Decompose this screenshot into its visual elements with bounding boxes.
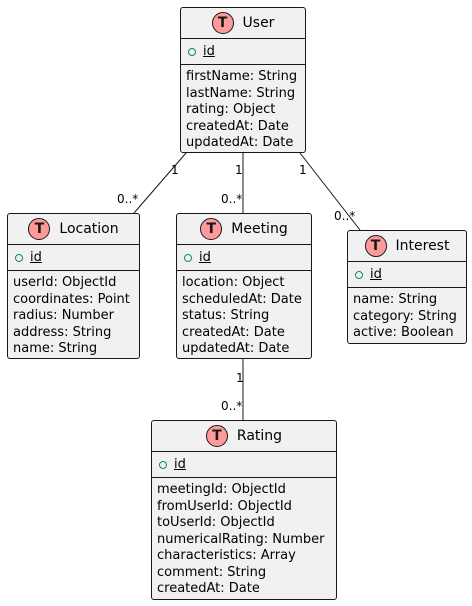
- field: numericalRating: Number: [157, 531, 325, 547]
- field: userId: ObjectId: [13, 275, 117, 290]
- field: firstName: String: [186, 69, 298, 84]
- field: comment: String: [157, 564, 267, 580]
- primary-key-label: id: [203, 44, 215, 59]
- mult-meeting-rating-to: 0..*: [221, 399, 242, 413]
- entity-user[interactable]: T User id firstName: String lastName: St…: [180, 7, 306, 153]
- table-type-icon: T: [28, 218, 51, 240]
- field: location: Object: [182, 275, 285, 290]
- field: createdAt: Date: [182, 324, 285, 340]
- primary-key-label: id: [174, 457, 186, 472]
- field: radius: Number: [13, 308, 114, 323]
- divider: [152, 451, 336, 452]
- entity-header: T Meeting: [177, 214, 311, 244]
- field-list: location: Object scheduledAt: Date statu…: [177, 271, 311, 360]
- field: updatedAt: Date: [182, 341, 290, 356]
- primary-key-row: id: [348, 262, 466, 287]
- divider: [348, 287, 466, 288]
- mult-user-location-to: 0..*: [117, 192, 138, 206]
- public-field-icon: [188, 47, 196, 56]
- field-list: name: String category: String active: Bo…: [348, 288, 466, 344]
- entity-header: T Location: [8, 214, 139, 244]
- mult-user-meeting-to: 0..*: [221, 192, 242, 206]
- field: fromUserId: ObjectId: [157, 498, 292, 514]
- public-field-icon: [159, 460, 167, 469]
- public-field-icon: [15, 253, 23, 262]
- field: scheduledAt: Date: [182, 291, 302, 307]
- entity-title: User: [242, 15, 275, 31]
- entity-title: Meeting: [231, 221, 288, 237]
- primary-key-label: id: [30, 250, 42, 265]
- primary-key-row: id: [8, 245, 139, 270]
- entity-header: T Interest: [348, 231, 466, 261]
- field: name: String: [353, 292, 438, 307]
- table-type-icon: T: [205, 425, 228, 447]
- field-list: meetingId: ObjectId fromUserId: ObjectId…: [152, 478, 336, 600]
- field: updatedAt: Date: [186, 135, 294, 150]
- entity-title: Location: [59, 221, 119, 237]
- entity-header: T User: [181, 8, 305, 38]
- field: coordinates: Point: [13, 291, 130, 307]
- primary-key-label: id: [370, 267, 382, 282]
- field: active: Boolean: [353, 325, 454, 340]
- field: address: String: [13, 324, 112, 340]
- table-type-icon: T: [364, 235, 387, 257]
- entity-title: Rating: [236, 428, 283, 444]
- rel-user-interest: [299, 152, 361, 231]
- field-list: userId: ObjectId coordinates: Point radi…: [8, 271, 139, 360]
- divider: [8, 270, 139, 271]
- divider: [8, 244, 139, 245]
- field: name: String: [13, 341, 98, 356]
- public-field-icon: [355, 270, 363, 279]
- table-type-icon: T: [200, 218, 223, 240]
- field: rating: Object: [186, 102, 276, 117]
- mult-user-location-from: 1: [171, 163, 179, 177]
- divider: [177, 244, 311, 245]
- mult-user-meeting-from: 1: [235, 163, 243, 177]
- divider: [181, 38, 305, 39]
- field: createdAt: Date: [186, 118, 289, 134]
- field: characteristics: Array: [157, 548, 296, 563]
- table-type-icon: T: [211, 12, 234, 34]
- field: meetingId: ObjectId: [157, 482, 286, 497]
- entity-rating[interactable]: T Rating id meetingId: ObjectId fromUser…: [151, 420, 337, 600]
- entity-meeting[interactable]: T Meeting id location: Object scheduledA…: [176, 213, 312, 359]
- field-list: firstName: String lastName: String ratin…: [181, 65, 305, 154]
- primary-key-row: id: [177, 245, 311, 270]
- entity-title: Interest: [395, 238, 450, 254]
- entity-location[interactable]: T Location id userId: ObjectId coordinat…: [7, 213, 140, 359]
- field: createdAt: Date: [157, 581, 260, 596]
- field: category: String: [353, 308, 457, 324]
- divider: [348, 261, 466, 262]
- divider: [181, 64, 305, 65]
- mult-user-interest-to: 0..*: [334, 209, 355, 223]
- primary-key-label: id: [199, 250, 211, 265]
- primary-key-row: id: [181, 39, 305, 64]
- field: status: String: [182, 308, 270, 323]
- primary-key-row: id: [152, 452, 336, 477]
- field: toUserId: ObjectId: [157, 515, 275, 530]
- entity-header: T Rating: [152, 421, 336, 451]
- field: lastName: String: [186, 85, 296, 101]
- entity-interest[interactable]: T Interest id name: String category: Str…: [347, 230, 467, 344]
- mult-user-interest-from: 1: [299, 163, 307, 177]
- divider: [152, 477, 336, 478]
- rel-user-location: [133, 152, 187, 214]
- public-field-icon: [184, 253, 192, 262]
- divider: [177, 270, 311, 271]
- mult-meeting-rating-from: 1: [236, 371, 244, 385]
